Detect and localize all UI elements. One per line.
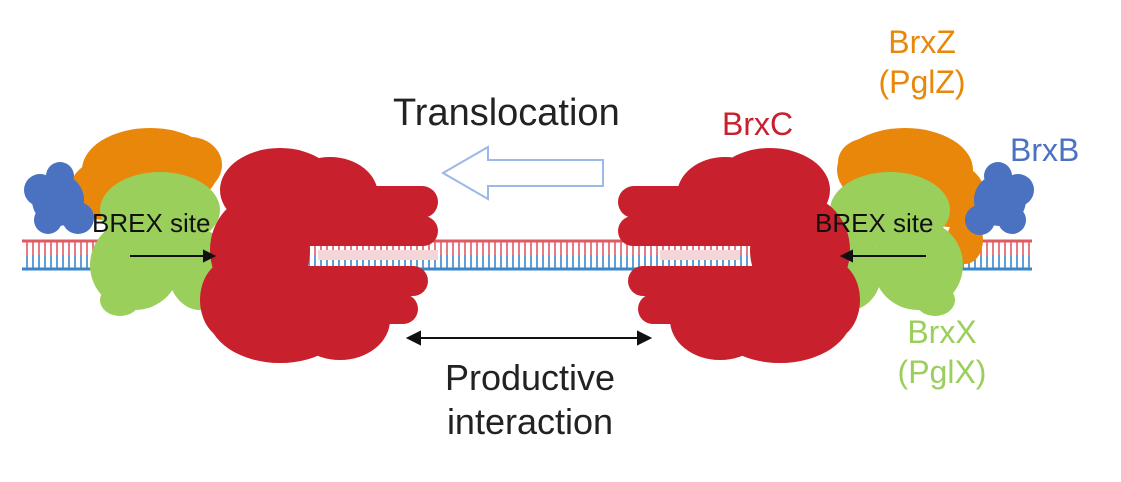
right-brex-site-arrow xyxy=(839,249,926,263)
productive-interaction-label: Productive interaction xyxy=(400,356,660,444)
brxb-label: BrxB xyxy=(1010,132,1080,168)
brxz-label: BrxZ (PglZ) xyxy=(860,22,984,102)
translocation-arrow xyxy=(441,145,604,201)
brxx-alt-name: (PglX) xyxy=(897,354,987,390)
left-brex-site-label: BREX site xyxy=(92,208,211,238)
brxz-name: BrxZ xyxy=(888,24,956,60)
left-brxc-protein xyxy=(200,148,438,363)
left-dna-gap xyxy=(318,250,438,260)
brxx-name: BrxX xyxy=(907,314,977,350)
productive-line2: interaction xyxy=(446,401,614,442)
left-brxb-protein xyxy=(24,162,94,234)
right-brxc-protein xyxy=(618,148,860,363)
brxx-label: BrxX (PglX) xyxy=(880,312,1004,392)
brxc-label: BrxC xyxy=(722,106,794,142)
right-brex-complex xyxy=(618,128,1034,363)
right-dna-gap xyxy=(660,250,740,260)
brxz-alt-name: (PglZ) xyxy=(878,64,966,100)
translocation-label: Translocation xyxy=(393,92,620,134)
left-brex-complex xyxy=(24,128,438,363)
productive-interaction-arrow xyxy=(405,330,653,346)
right-brex-site-label: BREX site xyxy=(815,208,934,238)
right-brxb-protein xyxy=(965,162,1034,235)
left-brex-site-arrow xyxy=(130,249,217,263)
productive-line1: Productive xyxy=(444,357,616,398)
